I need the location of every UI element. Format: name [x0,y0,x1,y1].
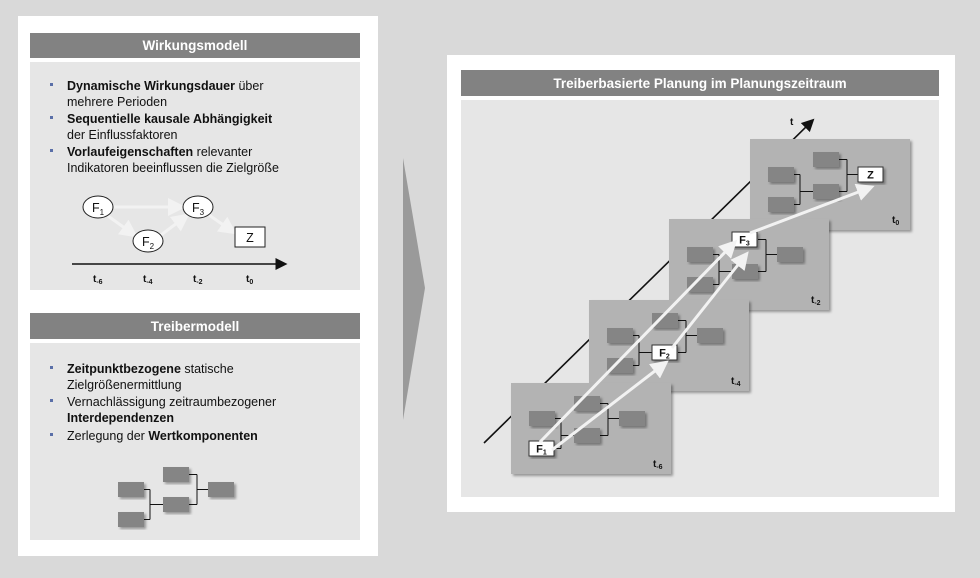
treibermodell-bullets: Zeitpunktbezogene statische Zielgrößener… [50,362,276,443]
arrow-f3-z [749,183,875,235]
tree-box [118,482,144,497]
dependency-arrows [538,183,875,452]
wirkungsmodell-header [30,33,360,58]
tree-connectors [555,403,619,449]
tree-box [208,482,234,497]
frame-time-label: t-4 [731,376,741,388]
treibermodell-title: Treibermodell [151,319,240,334]
bullet-icon [50,83,53,86]
bullet-icon [50,149,53,152]
period-frame-t-2: F3 t-2 [669,219,829,310]
arrow-f2-f3 [670,251,749,349]
bullet-icon [50,116,53,119]
treibermodell-content [30,343,360,540]
period-frame-t0: Zt0 [750,139,910,230]
arrow-f1-f2 [551,360,669,452]
node-f3 [182,195,214,219]
bullet-text: Zerlegung der Wertkomponenten [67,429,258,443]
highlighted-node-label: F2 [659,348,670,361]
node-f2-label: F2 [142,235,155,251]
highlighted-node-label: F3 [739,235,750,248]
treibermodell-tree [118,467,234,527]
tree-box [574,428,600,443]
tree-box [163,497,189,512]
tree-box [652,313,678,328]
bullet-text: Vorlaufeigenschaften relevanter [67,145,252,159]
wirkungsmodell-content [30,62,360,290]
frame-time-label: t-2 [811,295,821,307]
wirkungsmodell-bullets: Dynamische Wirkungsdauer über mehrere Pe… [50,79,279,175]
node-f1-label: F1 [92,201,105,217]
bullet-text: mehrere Perioden [67,95,167,109]
node-z-label: Z [246,231,254,245]
arrow-f2-f3 [160,213,190,237]
highlighted-node-label: Z [867,170,874,182]
tree-box [607,358,633,373]
frame-time-label: t-6 [653,459,663,471]
frame-time-label: t0 [892,215,899,227]
tree-box [163,467,189,482]
tree-box [768,197,794,212]
bullet-text: der Einflussfaktoren [67,128,178,142]
arrow-f1-f3 [538,239,738,444]
node-z [234,226,266,248]
period-frame-t-4: F2 t-4 [589,300,749,391]
treibermodell-header [30,313,360,339]
tree-box [813,152,839,167]
time-label: t-2 [193,274,203,286]
bullet-text: Interdependenzen [67,411,174,425]
tree-box [118,512,144,527]
time-label: t-4 [143,274,153,286]
node-f2 [132,229,164,253]
bullet-icon [50,433,53,436]
bullet-text: Sequentielle kausale Abhängigkeit [67,112,273,126]
bullet-text: Indikatoren beeinflussen die Zielgröße [67,161,279,175]
tree-box [777,247,803,262]
highlighted-node [651,344,678,361]
time-label: t-6 [93,274,103,286]
bullet-text: Dynamische Wirkungsdauer über [67,79,264,93]
node-f1 [82,195,114,219]
planung-title: Treiberbasierte Planung im Planungszeitr… [553,76,846,91]
tree-connectors [633,320,697,366]
bullet-icon [50,366,53,369]
tree-box [607,328,633,343]
period-frame-t-6: F1 t-6 [511,383,671,474]
arrow-f1-f2 [107,214,138,238]
planung-header [461,70,939,96]
tree-connectors [144,474,208,520]
tree-box [768,167,794,182]
tree-box [529,411,555,426]
tree-connectors [713,239,777,285]
bullet-text: Vernachlässigung zeitraumbezogener [67,395,276,409]
arrow-f3-z [208,213,237,235]
time-axis-label: t [790,117,794,128]
tree-box [697,328,723,343]
tree-box [619,411,645,426]
highlighted-node [857,166,884,183]
tree-box [687,247,713,262]
tree-box [687,277,713,292]
tree-connectors [794,159,858,205]
bullet-text: Zielgrößenermittlung [67,378,182,392]
highlighted-node-label: F1 [536,444,547,457]
bullet-text: Zeitpunktbezogene statische [67,362,234,376]
tree-box [813,184,839,199]
node-f3-label: F3 [192,201,205,217]
bullet-icon [50,399,53,402]
wirkungsmodell-title: Wirkungsmodell [143,38,248,53]
transition-chevron-icon [403,158,425,420]
time-label: t0 [246,274,253,286]
wirkungsmodell-diagram: F1 F2 F3 Z t-6 t-4 t-2 t0 [72,195,288,286]
highlighted-node [731,231,758,248]
